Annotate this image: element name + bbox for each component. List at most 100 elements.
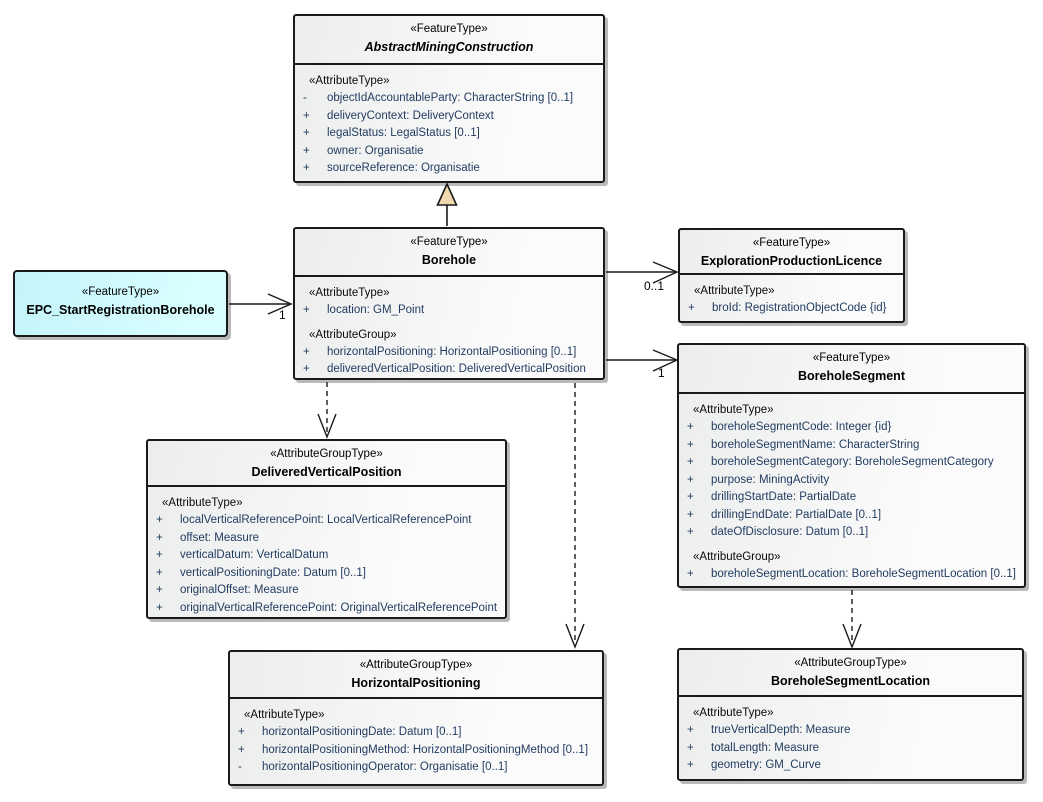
class-stereotype: «AttributeGroupType»: [794, 657, 907, 669]
attribute-row: +drillingStartDate: PartialDate: [679, 489, 1020, 507]
attribute-text: localVerticalReferencePoint: LocalVertic…: [180, 514, 472, 526]
attribute-row: +legalStatus: LegalStatus [0..1]: [295, 125, 599, 143]
attribute-row: + offset: Measure: [148, 530, 501, 548]
attribute-row: +boreholeSegmentName: CharacterString: [679, 437, 1020, 455]
multiplicity-label: 1: [279, 308, 286, 322]
class-name: AbstractMiningConstruction: [364, 40, 534, 54]
class-horizontal-positioning[interactable]: «AttributeGroupType» HorizontalPositioni…: [228, 650, 604, 786]
class-name: DeliveredVerticalPosition: [251, 465, 402, 479]
class-borehole[interactable]: «FeatureType» Borehole «AttributeType» +l…: [293, 227, 605, 380]
section-heading: «AttributeType»: [693, 707, 774, 719]
generalization-borehole-abstractminingconstruction: [436, 182, 458, 226]
attribute-text: legalStatus: LegalStatus [0..1]: [327, 127, 480, 139]
class-stereotype: «FeatureType»: [81, 286, 160, 298]
class-borehole-segment[interactable]: «FeatureType» BoreholeSegment «Attribute…: [677, 343, 1026, 588]
attribute-text: trueVerticalDepth: Measure: [711, 724, 851, 736]
class-name: ExplorationProductionLicence: [700, 254, 883, 268]
class-stereotype: «FeatureType»: [752, 237, 831, 249]
class-attributes: «AttributeType» +broId: RegistrationObjec…: [680, 275, 903, 318]
attribute-row: +purpose: MiningActivity: [679, 472, 1020, 490]
attribute-row: +location: GM_Point: [295, 302, 599, 320]
class-epc-start-registration-borehole[interactable]: «FeatureType» EPC_StartRegistrationBoreh…: [13, 270, 228, 337]
visibility-symbol: +: [156, 584, 163, 596]
attribute-text: horizontalPositioning: HorizontalPositio…: [327, 345, 577, 358]
attribute-text: totalLength: Measure: [711, 741, 820, 754]
attribute-text: drillingEndDate: PartialDate [0..1]: [711, 508, 882, 521]
section-heading: «AttributeType»: [309, 287, 390, 299]
visibility-symbol: +: [687, 421, 694, 433]
attribute-row: + drillingEndDate: PartialDate [0..1]: [679, 507, 1020, 525]
attribute-row: -objectIdAccountableParty: CharacterStri…: [295, 90, 599, 108]
class-abstract-mining-construction[interactable]: «FeatureType» AbstractMiningConstruction…: [293, 14, 605, 183]
class-header: «AttributeGroupType» HorizontalPositioni…: [230, 652, 602, 699]
association-borehole-licence: [606, 261, 679, 284]
visibility-symbol: +: [687, 508, 694, 521]
attribute-text: originalOffset: Measure: [180, 584, 299, 596]
section-heading: «AttributeType»: [162, 497, 243, 509]
attribute-text: boreholeSegmentName: CharacterString: [711, 438, 920, 451]
association-borehole-boreholesegment: [606, 349, 679, 372]
attribute-row: - horizontalPositioningOperator: Organisa…: [230, 759, 598, 777]
class-header: «FeatureType» Borehole: [295, 229, 603, 277]
section-heading: «AttributeType»: [309, 75, 390, 87]
multiplicity-label: 1: [658, 366, 665, 380]
visibility-symbol: +: [156, 514, 163, 526]
attribute-row: +geometry: GM_Curve: [679, 757, 1018, 775]
attribute-row: +deliveryContext: DeliveryContext: [295, 108, 599, 126]
attribute-row: + horizontalPositioningMethod: Horizontal…: [230, 742, 598, 760]
class-stereotype: «AttributeGroupType»: [359, 659, 473, 671]
class-header: «AttributeGroupType» DeliveredVerticalPo…: [148, 441, 505, 487]
visibility-symbol: +: [303, 109, 310, 122]
class-attributes: «AttributeType» + trueVerticalDepth: Measu…: [679, 697, 1022, 775]
multiplicity-label: 0..1: [644, 279, 665, 293]
attribute-row: +verticalDatum: VerticalDatum: [148, 547, 501, 565]
class-exploration-production-licence[interactable]: «FeatureType» ExplorationProductionLicen…: [678, 228, 905, 323]
attribute-text: offset: Measure: [180, 531, 260, 544]
attribute-row: +deliveredVerticalPosition: DeliveredVer…: [295, 361, 599, 379]
visibility-symbol: +: [156, 531, 163, 544]
class-header: «FeatureType» BoreholeSegment: [679, 345, 1024, 394]
visibility-symbol: +: [303, 304, 310, 316]
attribute-row: +originalVerticalReferencePoint: Origina…: [148, 600, 501, 618]
attribute-row: +horizontalPositioningDate: Datum [0..1]: [230, 724, 598, 742]
attribute-row: +broId: RegistrationObjectCode {id}: [680, 300, 899, 318]
attribute-text: verticalPositioningDate: Datum [0..1]: [180, 566, 367, 579]
section-heading: «AttributeType»: [694, 285, 775, 297]
class-name: HorizontalPositioning: [351, 676, 481, 690]
class-header: «AttributeGroupType» BoreholeSegmentLoca…: [679, 650, 1022, 697]
visibility-symbol: -: [238, 761, 242, 773]
attribute-row: +boreholeSegmentLocation: BoreholeSegmen…: [679, 566, 1020, 584]
attribute-text: horizontalPositioningOperator: Organisat…: [262, 761, 508, 773]
attribute-row: +boreholeSegmentCode: Integer {id}: [679, 419, 1020, 437]
attribute-row: +owner: Organisatie: [295, 143, 599, 161]
attribute-text: deliveredVerticalPosition: DeliveredVert…: [327, 363, 586, 375]
attribute-text: horizontalPositioningMethod: HorizontalP…: [262, 743, 589, 756]
section-heading: «AttributeType»: [244, 709, 325, 721]
class-delivered-vertical-position[interactable]: «AttributeGroupType» DeliveredVerticalPo…: [146, 439, 507, 619]
visibility-symbol: +: [687, 491, 694, 503]
dependency-boreholesegment-segmentlocation: [842, 590, 862, 649]
class-attributes: «AttributeType»+boreholeSegmentCode: Int…: [679, 394, 1024, 583]
visibility-symbol: +: [687, 473, 694, 486]
class-name: EPC_StartRegistrationBorehole: [26, 303, 215, 317]
class-stereotype: «AttributeGroupType»: [270, 448, 383, 460]
visibility-symbol: +: [687, 526, 694, 538]
attribute-row: + horizontalPositioning: HorizontalPositi…: [295, 344, 599, 362]
visibility-symbol: +: [156, 601, 163, 614]
dependency-borehole-horizontalpositioning: [565, 383, 585, 649]
class-attributes: «AttributeType» -objectIdAccountableParty…: [295, 65, 603, 178]
class-stereotype: «FeatureType»: [812, 352, 891, 364]
attribute-text: verticalDatum: VerticalDatum: [180, 549, 329, 561]
attribute-row: + totalLength: Measure: [679, 740, 1018, 758]
class-name: BoreholeSegmentLocation: [770, 674, 931, 688]
attribute-row: + originalOffset: Measure: [148, 582, 501, 600]
visibility-symbol: +: [238, 743, 245, 756]
visibility-symbol: +: [687, 741, 694, 754]
class-attributes: «AttributeType»+location: GM_Point«Attri…: [295, 277, 603, 379]
visibility-symbol: -: [303, 92, 307, 104]
attribute-text: geometry: GM_Curve: [711, 759, 821, 771]
class-borehole-segment-location[interactable]: «AttributeGroupType» BoreholeSegmentLoca…: [677, 648, 1024, 781]
visibility-symbol: +: [687, 567, 694, 580]
visibility-symbol: +: [303, 345, 310, 358]
